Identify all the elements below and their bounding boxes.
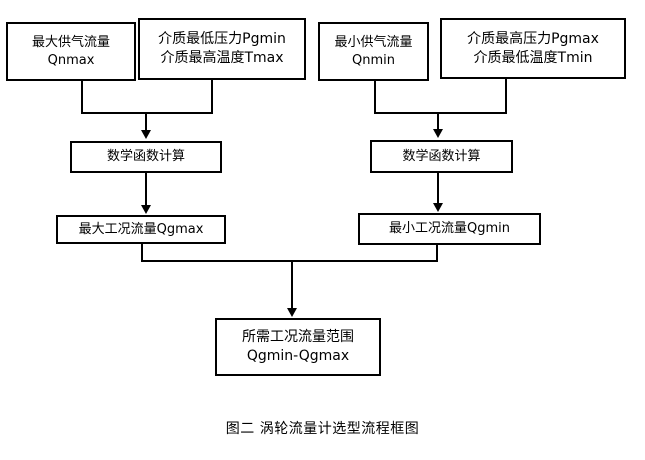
connector-bottom-merge-down — [291, 260, 293, 310]
arrowhead-to-range — [287, 308, 297, 317]
arrowhead-to-calc-left — [141, 130, 151, 139]
connector-calc-left-down — [145, 173, 147, 206]
connector-qgmin-down — [436, 245, 438, 262]
node-min-working-flow: 最小工况流量Qgmin — [358, 213, 541, 245]
connector-qnmin-down — [374, 81, 376, 114]
node-max-pressure-min-temp-line2: 介质最低温度Tmin — [473, 49, 593, 66]
node-min-pressure-max-temp-line2: 介质最高温度Tmax — [160, 50, 284, 66]
node-required-working-flow-range: 所需工况流量范围 Qgmin-Qgmax — [215, 318, 381, 376]
node-max-pressure-min-temp: 介质最高压力Pgmax 介质最低温度Tmin — [440, 18, 626, 79]
figure-caption: 图二 涡轮流量计选型流程框图 — [225, 421, 420, 437]
node-required-working-flow-range-line1: 所需工况流量范围 — [242, 329, 354, 346]
node-max-working-flow: 最大工况流量Qgmax — [56, 215, 226, 244]
connector-pgmin-down — [211, 80, 213, 114]
arrowhead-to-qgmin — [433, 203, 443, 212]
node-max-working-flow-label: 最大工况流量Qgmax — [78, 221, 204, 237]
connector-pgmax-down — [505, 79, 507, 114]
node-min-working-flow-label: 最小工况流量Qgmin — [389, 221, 510, 237]
node-min-supply-flow-line1: 最小供气流量 — [334, 34, 413, 50]
node-min-pressure-max-temp: 介质最低压力Pgmin 介质最高温度Tmax — [138, 18, 306, 80]
node-math-function-calculation-right-label: 数学函数计算 — [402, 148, 481, 164]
node-math-function-calculation-left-label: 数学函数计算 — [106, 149, 185, 165]
node-max-supply-flow-line2: Qnmax — [47, 52, 95, 68]
connector-left-merge-bar — [81, 112, 213, 114]
connector-right-merge-bar — [374, 112, 507, 114]
node-max-supply-flow-line1: 最大供气流量 — [31, 34, 110, 50]
node-min-supply-flow-line2: Qnmin — [352, 52, 395, 68]
arrowhead-to-calc-right — [433, 129, 443, 138]
connector-qgmax-down — [141, 244, 143, 262]
connector-left-merge-down — [145, 112, 147, 132]
node-required-working-flow-range-line2: Qgmin-Qgmax — [246, 348, 350, 364]
node-max-pressure-min-temp-line1: 介质最高压力Pgmax — [467, 30, 599, 47]
arrowhead-to-qgmax — [141, 205, 151, 214]
connector-right-merge-down — [437, 112, 439, 131]
node-min-supply-flow: 最小供气流量 Qnmin — [318, 22, 429, 81]
node-max-supply-flow: 最大供气流量 Qnmax — [6, 22, 136, 81]
connector-calc-right-down — [437, 173, 439, 204]
node-min-pressure-max-temp-line1: 介质最低压力Pgmin — [158, 31, 286, 48]
node-math-function-calculation-left: 数学函数计算 — [70, 141, 222, 173]
connector-bottom-merge-bar — [141, 260, 438, 262]
node-math-function-calculation-right: 数学函数计算 — [370, 140, 513, 173]
connector-qnmax-down — [81, 81, 83, 114]
